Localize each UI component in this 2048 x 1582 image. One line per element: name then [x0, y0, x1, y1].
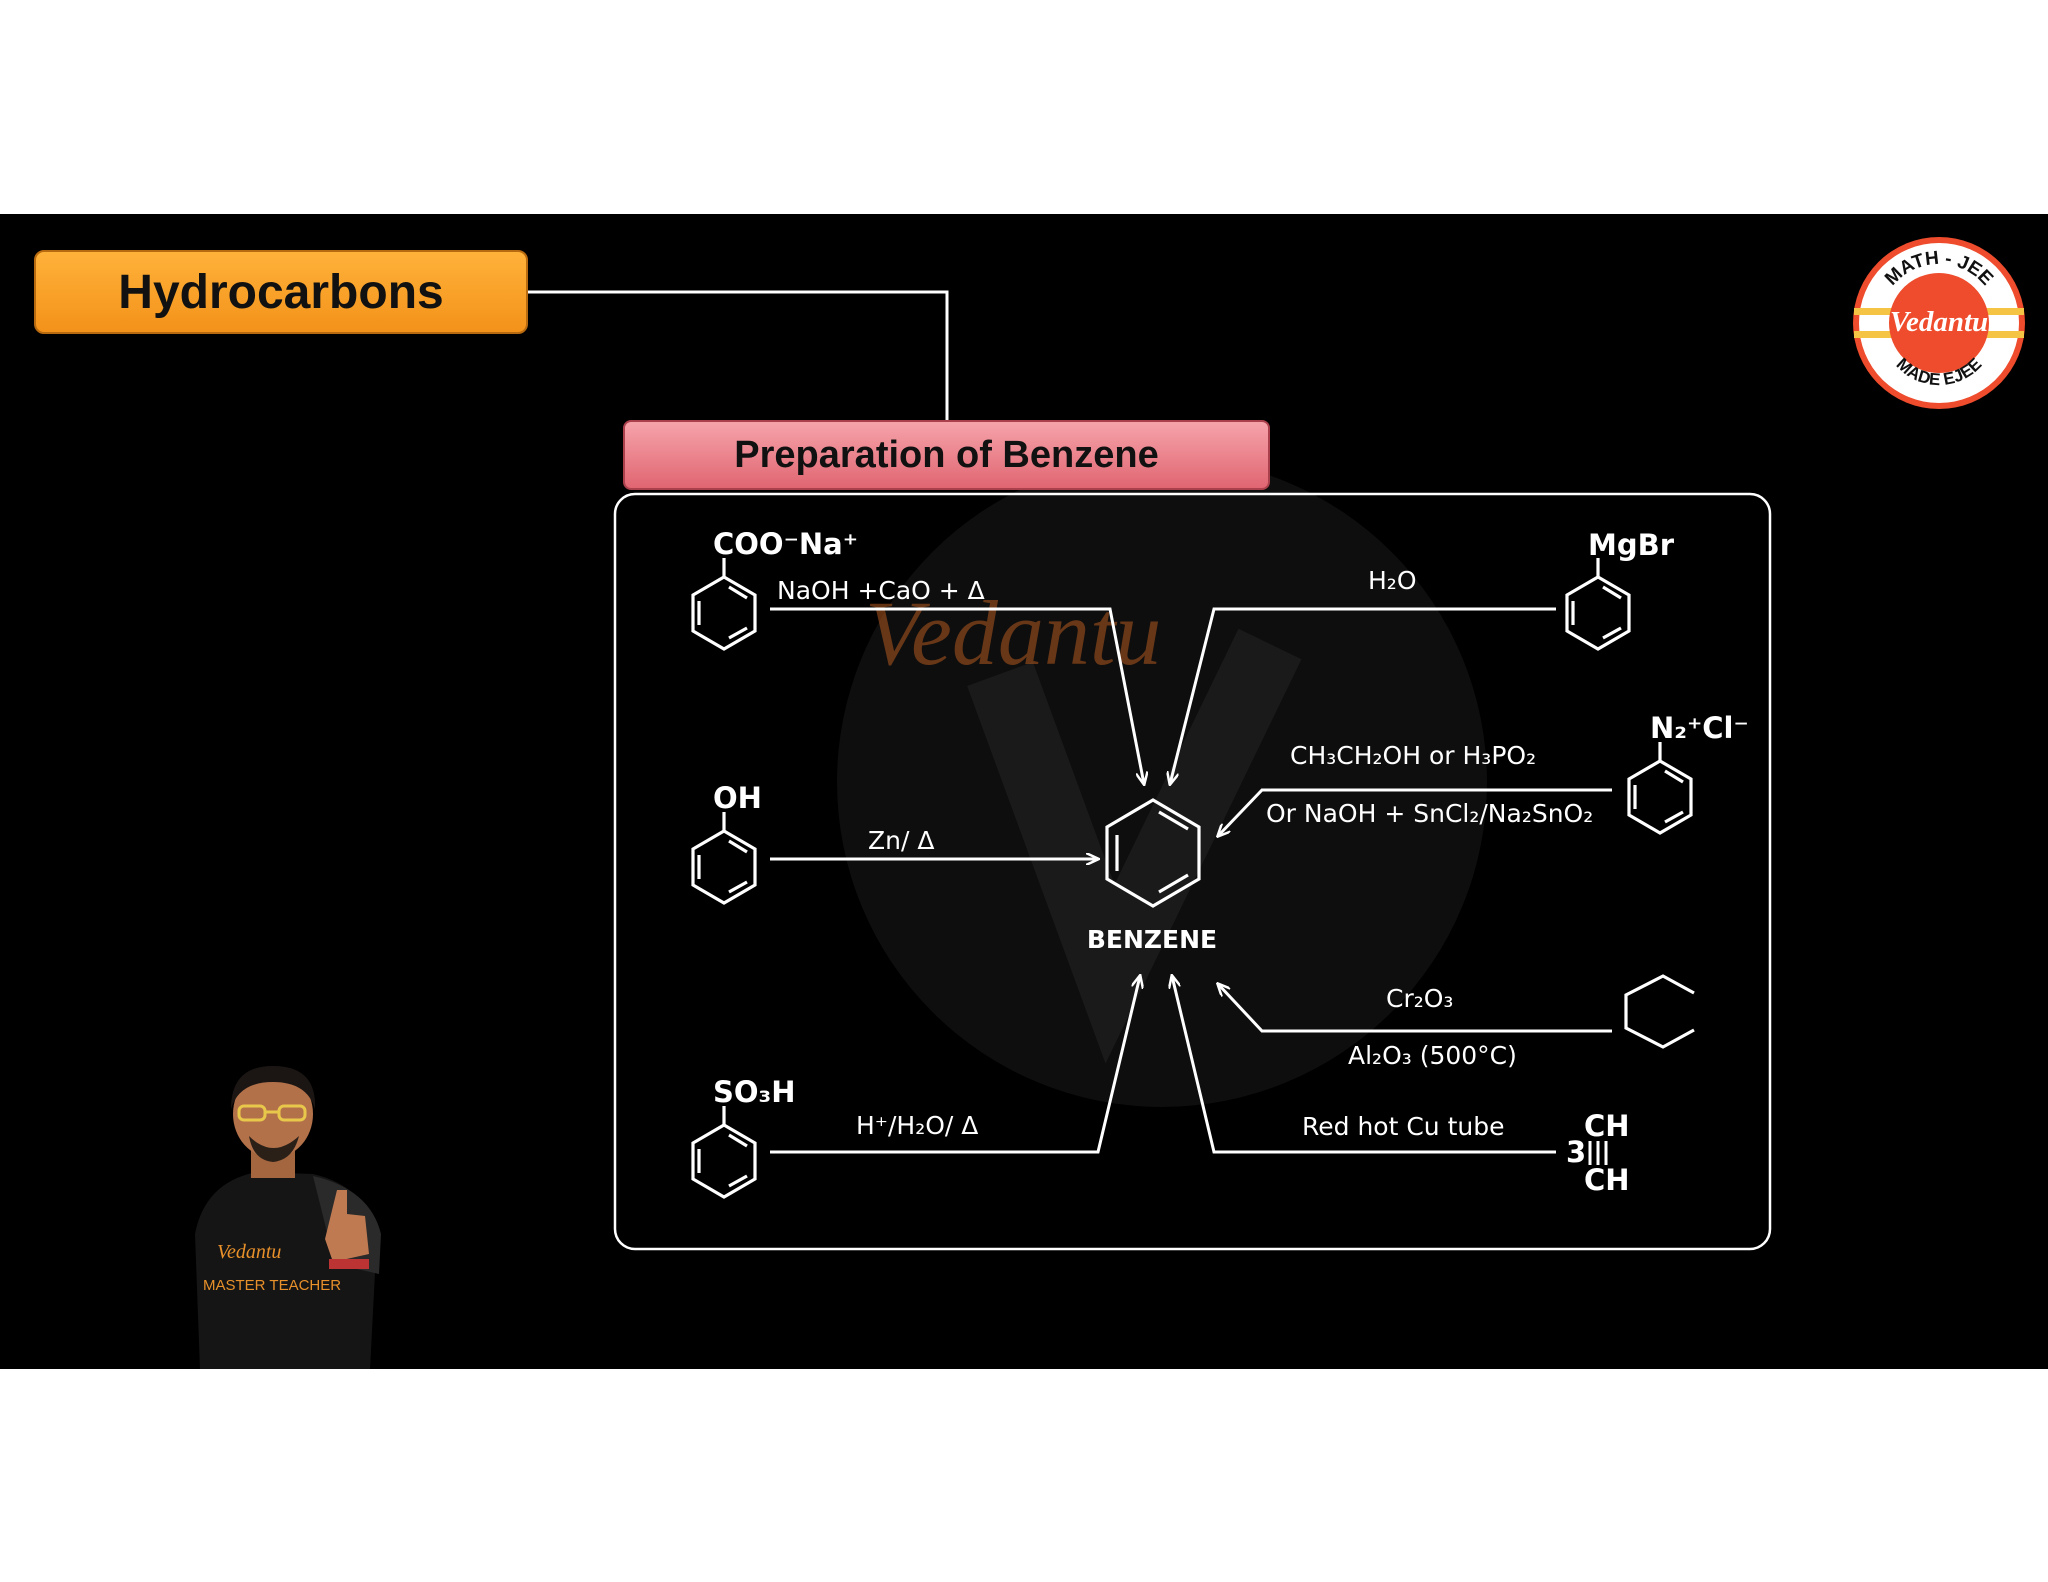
product-label: BENZENE — [1087, 925, 1217, 954]
benzene-ring-icon — [1565, 558, 1631, 651]
svg-text:Vedantu: Vedantu — [217, 1241, 281, 1263]
reagent-label: NaOH +CaO + Δ — [777, 576, 985, 605]
title-connector-line — [528, 290, 949, 420]
watermark-logo-icon — [837, 457, 1487, 1107]
diagram-frame — [613, 492, 1772, 1251]
reactant-label: COO⁻Na⁺ — [713, 527, 858, 561]
reagent-label: Al₂O₃ (500°C) — [1348, 1041, 1517, 1070]
arrow-route-hexane — [1218, 984, 1612, 1033]
reagent-label: Red hot Cu tube — [1302, 1112, 1504, 1141]
arrow-route-benzoate — [770, 607, 1144, 784]
benzene-product-icon — [1105, 798, 1201, 908]
presenter-thumbs-up-icon: Vedantu MASTER TEACHER — [195, 1066, 381, 1369]
reaction-diagram: Vedantu — [528, 290, 1772, 1251]
section-title-box: Preparation of Benzene — [623, 420, 1270, 490]
arrow-route-acetylene — [1172, 976, 1556, 1154]
reactant-label: N₂⁺Cl⁻ — [1650, 711, 1749, 745]
slide: Vedantu — [0, 214, 2048, 1369]
reagent-label: Cr₂O₃ — [1386, 984, 1453, 1013]
arrow-route-grignard — [1170, 607, 1556, 784]
svg-text:MASTER TEACHER: MASTER TEACHER — [203, 1277, 341, 1294]
benzene-ring-icon — [691, 1106, 757, 1199]
arrow-route-diazonium — [1218, 788, 1612, 836]
watermark-text: Vedantu — [865, 582, 1161, 684]
vedantu-badge-icon: MATH - JEE MADE EJEE Vedantu — [1853, 237, 2025, 409]
benzene-ring-icon — [691, 558, 757, 651]
reagent-label: CH₃CH₂OH or H₃PO₂ — [1290, 741, 1536, 770]
reagent-label: H⁺/H₂O/ Δ — [856, 1111, 978, 1140]
benzene-ring-icon — [1627, 742, 1693, 835]
topic-title-box: Hydrocarbons — [34, 250, 528, 334]
topic-title: Hydrocarbons — [118, 265, 444, 319]
reagent-label: Zn/ Δ — [868, 826, 934, 855]
reactant-label: OH — [713, 781, 762, 815]
triple-bond-icon — [1588, 1141, 1608, 1165]
acetylene-multiplier: 3 — [1566, 1135, 1586, 1169]
benzene-ring-icon — [691, 812, 757, 905]
arrow-route-sulfonic — [770, 976, 1140, 1154]
acetylene-bottom-label: CH — [1584, 1163, 1630, 1197]
logo-brand-text: Vedantu — [1890, 306, 1988, 338]
hexane-chain-icon — [1624, 974, 1695, 1049]
reactant-label: MgBr — [1588, 528, 1675, 562]
reactant-label: SO₃H — [713, 1075, 796, 1109]
section-title: Preparation of Benzene — [734, 433, 1159, 476]
reagent-label: Or NaOH + SnCl₂/Na₂SnO₂ — [1266, 799, 1593, 828]
acetylene-top-label: CH — [1584, 1109, 1630, 1143]
reagent-label: H₂O — [1368, 566, 1417, 595]
